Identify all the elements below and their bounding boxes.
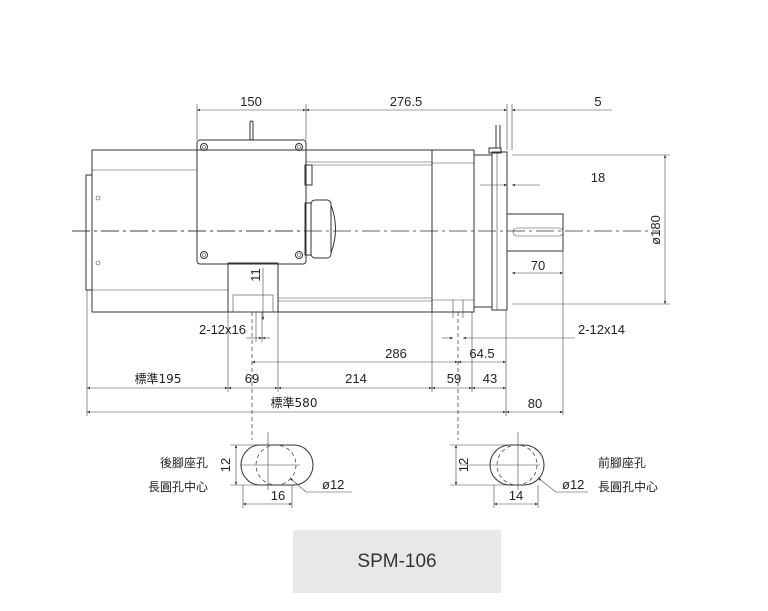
rear-hole-spec: 2-12x16 bbox=[199, 322, 246, 337]
dim-214: 214 bbox=[345, 371, 367, 386]
front-slot-width: 14 bbox=[509, 488, 523, 503]
model-label: SPM-106 bbox=[293, 530, 501, 593]
dim-43: 43 bbox=[483, 371, 497, 386]
front-slot-detail bbox=[450, 432, 588, 508]
dim-standard-580: 標準580 bbox=[271, 395, 318, 410]
front-hole-spec: 2-12x14 bbox=[578, 322, 625, 337]
junction-box bbox=[72, 120, 307, 265]
dimension-lines bbox=[86, 104, 670, 440]
dim-150: 150 bbox=[240, 94, 262, 109]
dim-diameter-180: ø180 bbox=[648, 215, 663, 245]
dim-11: 11 bbox=[248, 268, 263, 282]
dim-59: 59 bbox=[447, 371, 461, 386]
dim-286: 286 bbox=[385, 346, 407, 361]
dim-276-5: 276.5 bbox=[390, 94, 423, 109]
rear-slot-label-1: 後腳座孔 bbox=[160, 455, 208, 470]
motor-body bbox=[85, 125, 564, 318]
rear-slot-label-2: 長圓孔中心 bbox=[148, 479, 208, 494]
dim-5: 5 bbox=[594, 94, 601, 109]
rear-slot-width: 16 bbox=[271, 488, 285, 503]
dim-standard-195: 標準195 bbox=[135, 371, 182, 386]
dim-80: 80 bbox=[528, 396, 542, 411]
front-slot-height: 12 bbox=[456, 458, 471, 472]
dim-18: 18 bbox=[591, 170, 605, 185]
rear-slot-diameter: ø12 bbox=[322, 477, 344, 492]
rear-slot-height: 12 bbox=[218, 458, 233, 472]
front-slot-label-2: 長圓孔中心 bbox=[598, 479, 658, 494]
front-slot-diameter: ø12 bbox=[562, 477, 584, 492]
dim-69: 69 bbox=[245, 371, 259, 386]
dim-70: 70 bbox=[531, 258, 545, 273]
front-slot-label-1: 前腳座孔 bbox=[598, 455, 646, 470]
rear-slot-detail bbox=[230, 432, 352, 508]
dim-64-5: 64.5 bbox=[469, 346, 494, 361]
